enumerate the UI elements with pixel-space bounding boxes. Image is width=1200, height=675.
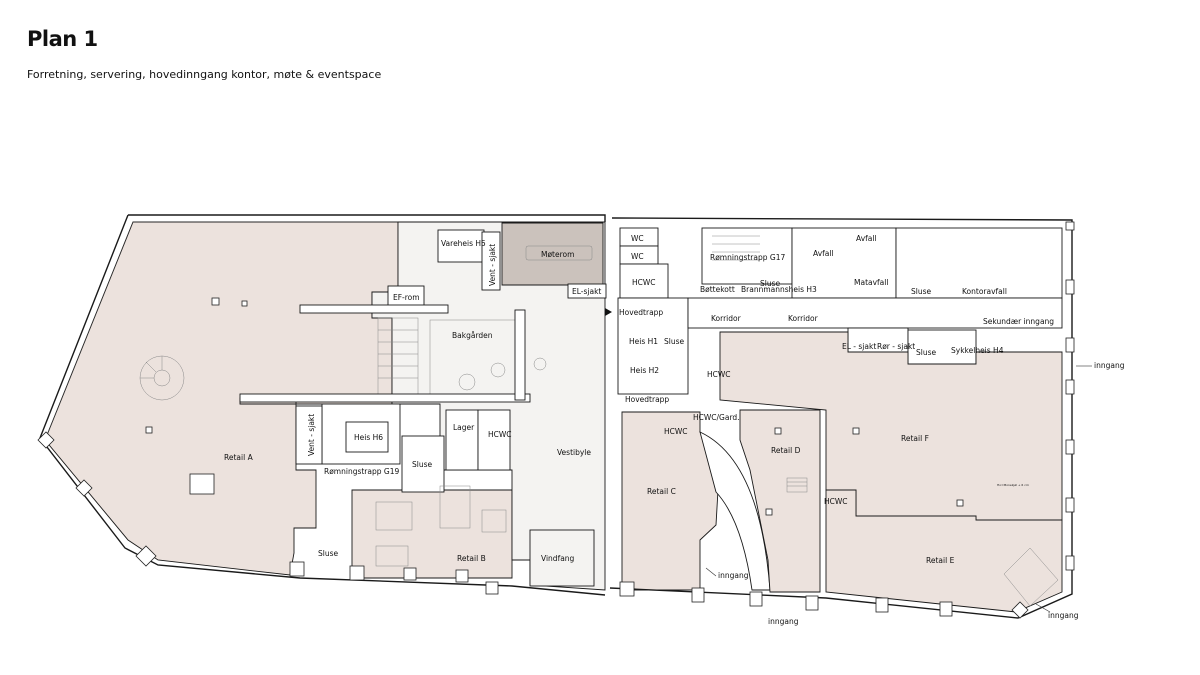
label-hovedtrapp-bottom: Hovedtrapp [625, 395, 669, 404]
label-kontoravfall: Kontoravfall [962, 287, 1007, 296]
retail-d-area [739, 409, 821, 593]
label-vindfang: Vindfang [541, 554, 575, 563]
label-sluse-g17: Sluse [760, 279, 781, 288]
vent-sjakt-top-box [481, 231, 501, 291]
hovedtrapp-arrow [605, 308, 612, 316]
outer-wall-right-top [611, 217, 1073, 228]
label-retail-b: Retail B [457, 554, 486, 563]
label-hovedtrapp-top: Hovedtrapp [619, 308, 663, 317]
label-sluse-kontor: Sluse [911, 287, 932, 296]
label-korridor-1: Korridor [711, 314, 742, 323]
label-avfall-2: Avfall [813, 249, 834, 258]
el-sjakt-top-box [567, 283, 607, 299]
label-el-sjakt-top: EL-sjakt [572, 287, 601, 296]
label-sluse-heis: Sluse [664, 337, 685, 346]
lager-box [445, 409, 479, 471]
center-beam [239, 393, 531, 403]
label-el-sjakt-right: EL - sjakt [842, 342, 876, 351]
label-romningstrapp-g19: Rømningstrapp G19 [324, 467, 399, 476]
label-hcwc-gard: HCWC/Gard. [693, 413, 740, 422]
label-hcwc-top: HCWC [632, 278, 656, 287]
label-inngang-bottom: inngang [768, 617, 799, 626]
label-vent-sjakt-left: Vent - sjakt [307, 414, 316, 456]
label-bakgarden: Bakgården [452, 331, 493, 340]
romningstrapp-g17-box [701, 227, 793, 285]
label-hcwc-mid: HCWC [707, 370, 731, 379]
page-title: Plan 1 [27, 27, 98, 51]
label-lager: Lager [453, 423, 475, 432]
vindfang-box [529, 529, 595, 587]
korridor-band [687, 297, 1063, 329]
vent-sjakt-left-box [295, 405, 323, 465]
label-hcwc-e: HCWC [824, 497, 848, 506]
vertical-column [514, 309, 526, 401]
avfall-box [791, 227, 897, 299]
retail-e-area [825, 489, 1063, 613]
upper-beam [299, 304, 449, 314]
label-vareheis-h5: Vareheis H5 [441, 239, 486, 248]
label-hcwc-center: HCWC [488, 430, 512, 439]
page-subtitle: Forretning, servering, hovedinngang kont… [27, 68, 382, 81]
label-sekundaer-inngang: Sekundær inngang [983, 317, 1054, 326]
heis-h6-box [345, 421, 389, 453]
label-inngang-right: inngang [1094, 361, 1125, 370]
label-wc-2: WC [631, 252, 644, 261]
label-romningstrapp-g17: Rømningstrapp G17 [710, 253, 785, 262]
label-wc-1: WC [631, 234, 644, 243]
hovedtrapp-box [617, 297, 689, 395]
label-sluse-g19: Sluse [412, 460, 433, 469]
label-heis-h1: Heis H1 [629, 337, 658, 346]
label-small-note: Ho=Monekjøl + 6 cm [997, 483, 1029, 487]
outer-wall-left [128, 214, 606, 222]
hcwc-top-box [619, 263, 669, 299]
label-retail-a: Retail A [224, 453, 254, 462]
label-matavfall: Matavfall [854, 278, 888, 287]
label-retail-d: Retail D [771, 446, 801, 455]
label-inngang-c: inngang [718, 571, 749, 580]
label-heis-h6: Heis H6 [354, 433, 383, 442]
sluse-g19-box [401, 435, 445, 493]
vareheis-h5-box [437, 229, 485, 263]
label-ror-sjakt: Rør - sjakt [877, 342, 915, 351]
label-korridor-2: Korridor [788, 314, 819, 323]
label-heis-h2: Heis H2 [630, 366, 659, 375]
label-ef-rom: EF-rom [393, 293, 420, 302]
label-vent-sjakt-top: Vent - sjakt [488, 244, 497, 286]
label-moterom: Møterom [541, 250, 574, 259]
kontoravfall-box [895, 227, 1063, 299]
label-inngang-e: inngang [1048, 611, 1079, 620]
label-hcwc-c: HCWC [664, 427, 688, 436]
label-sykkelheis-h4: Sykkelheis H4 [951, 346, 1004, 355]
label-vestibyle: Vestibyle [557, 448, 591, 457]
label-avfall-1: Avfall [856, 234, 877, 243]
label-bottekott: Bøttekott [700, 285, 735, 294]
label-retail-f: Retail F [901, 434, 929, 443]
label-sluse-h4: Sluse [916, 348, 937, 357]
label-sluse-bottom: Sluse [318, 549, 339, 558]
sykkelheis-box [907, 329, 977, 365]
label-retail-c: Retail C [647, 487, 676, 496]
retail-b-area [351, 489, 513, 579]
label-retail-e: Retail E [926, 556, 955, 565]
hcwc-center-box [477, 409, 511, 471]
label-brannmannsheis: Brannmannsheis H3 [741, 285, 817, 294]
